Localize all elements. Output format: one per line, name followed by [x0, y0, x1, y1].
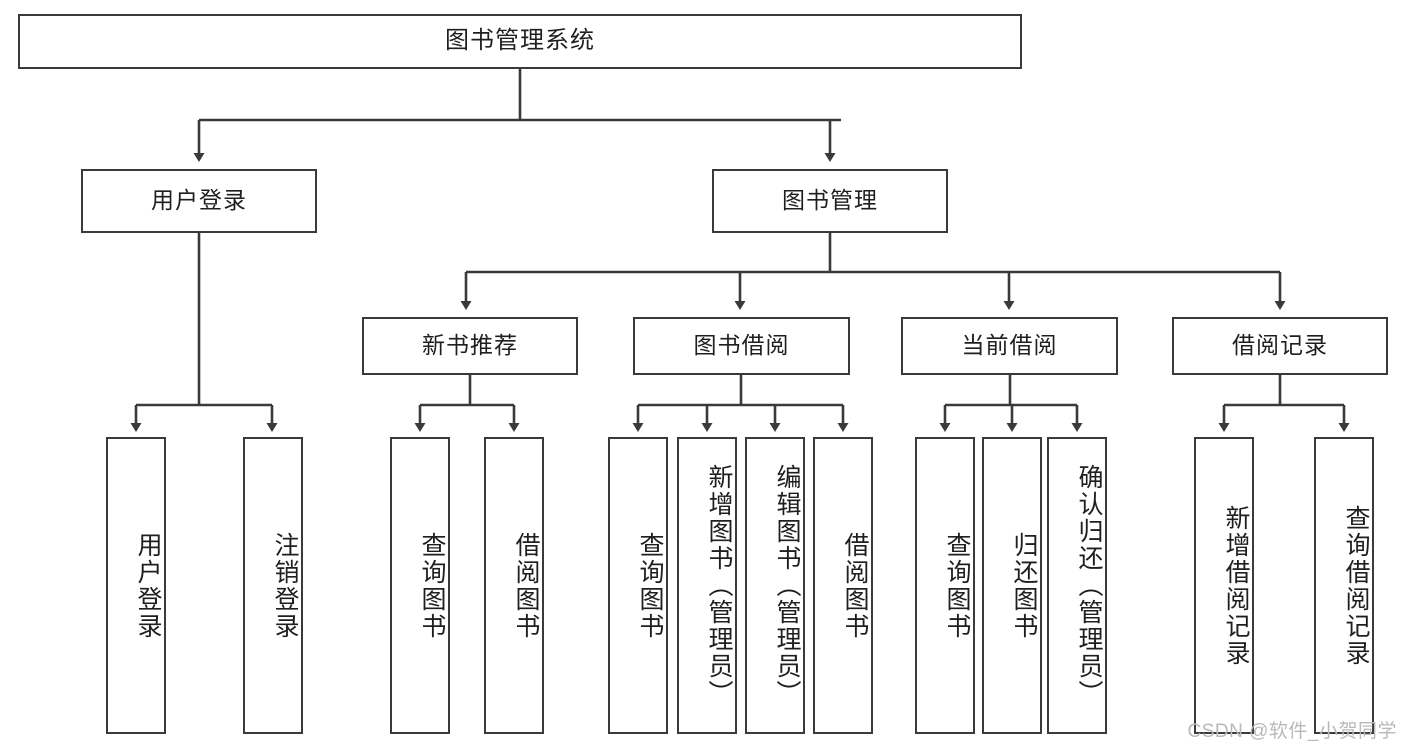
leaf-book-borrow-borrow[interactable]: 借阅图书 — [813, 437, 873, 734]
node-label: 新增借阅记录 — [1222, 504, 1250, 667]
node-label: 归还图书 — [1010, 531, 1038, 640]
node-label: 借阅图书 — [841, 531, 869, 640]
node-book-borrowing[interactable]: 图书借阅 — [633, 317, 850, 375]
node-label: 图书管理 — [782, 187, 878, 214]
node-label: 新书推荐 — [422, 332, 518, 359]
node-label: 新增图书（管理员） — [705, 464, 733, 707]
leaf-borrow-record-add[interactable]: 新增借阅记录 — [1194, 437, 1254, 734]
watermark: CSDN @软件_小贺同学 — [1187, 721, 1397, 742]
node-label: 用户登录 — [151, 187, 247, 214]
node-label: 查询图书 — [418, 531, 446, 640]
node-user-login[interactable]: 用户登录 — [81, 169, 317, 233]
leaf-book-borrow-add[interactable]: 新增图书（管理员） — [677, 437, 737, 734]
leaf-new-book-borrow[interactable]: 借阅图书 — [484, 437, 544, 734]
leaf-current-borrow-return[interactable]: 归还图书 — [982, 437, 1042, 734]
node-label: 查询图书 — [943, 531, 971, 640]
node-borrow-records[interactable]: 借阅记录 — [1172, 317, 1388, 375]
node-label: 当前借阅 — [961, 332, 1058, 359]
node-label: 用户登录 — [134, 531, 162, 640]
leaf-user-login-logout[interactable]: 注销登录 — [243, 437, 303, 734]
node-label: 编辑图书（管理员） — [773, 464, 801, 707]
leaf-current-borrow-query[interactable]: 查询图书 — [915, 437, 975, 734]
node-label: 借阅图书 — [512, 531, 540, 640]
leaf-current-borrow-confirm-return[interactable]: 确认归还（管理员） — [1047, 437, 1107, 734]
node-label: 确认归还（管理员） — [1075, 464, 1103, 707]
leaf-new-book-query[interactable]: 查询图书 — [390, 437, 450, 734]
node-label: 注销登录 — [271, 531, 299, 640]
node-label: 查询图书 — [636, 531, 664, 640]
leaf-user-login-login[interactable]: 用户登录 — [106, 437, 166, 734]
leaf-borrow-record-query[interactable]: 查询借阅记录 — [1314, 437, 1374, 734]
node-label: 查询借阅记录 — [1342, 504, 1370, 667]
node-book-management[interactable]: 图书管理 — [712, 169, 948, 233]
node-label: 图书借阅 — [693, 332, 790, 359]
node-new-book-recommendation[interactable]: 新书推荐 — [362, 317, 578, 375]
node-root-system[interactable]: 图书管理系统 — [18, 14, 1022, 69]
node-label: 图书管理系统 — [445, 27, 595, 55]
node-label: 借阅记录 — [1232, 332, 1328, 359]
leaf-book-borrow-query[interactable]: 查询图书 — [608, 437, 668, 734]
node-current-borrowing[interactable]: 当前借阅 — [901, 317, 1118, 375]
leaf-book-borrow-edit[interactable]: 编辑图书（管理员） — [745, 437, 805, 734]
